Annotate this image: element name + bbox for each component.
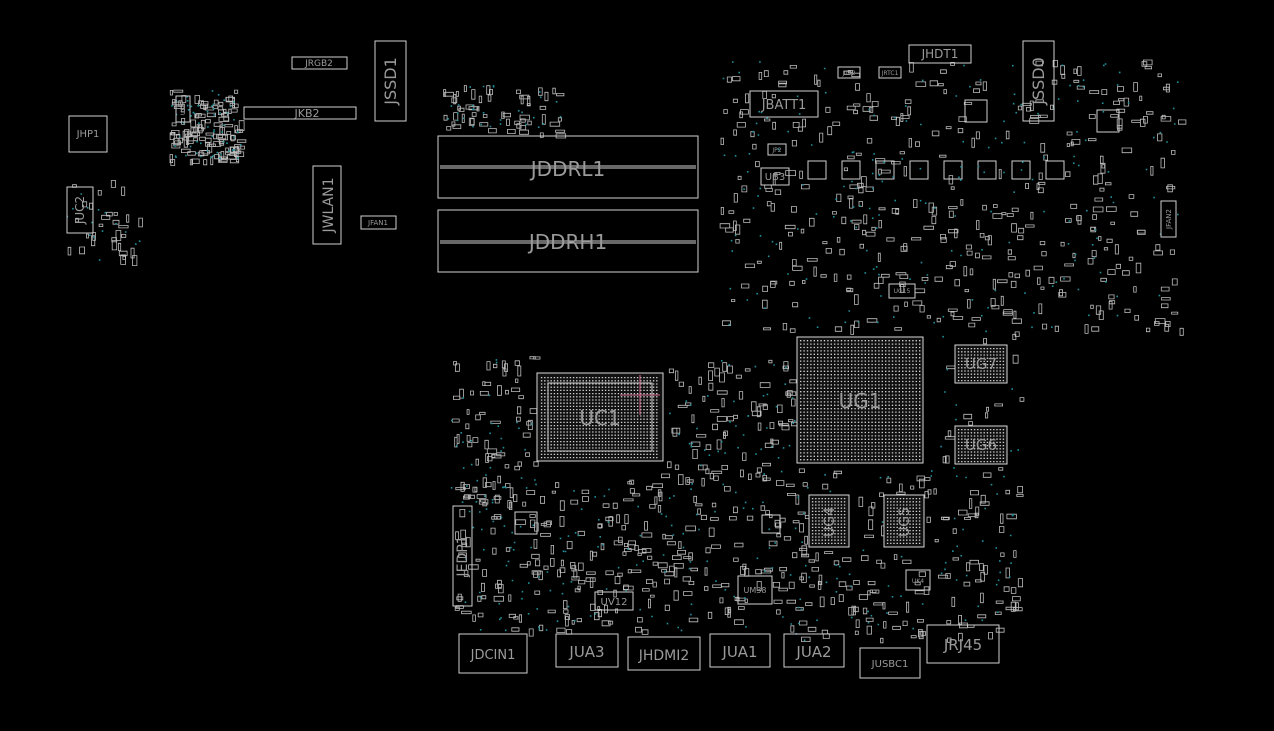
label-JBATT1: JBATT1 <box>761 98 807 113</box>
label-UV12: UV12 <box>601 597 628 608</box>
component-UB3[interactable]: UB3 <box>760 167 790 186</box>
label-JTP2: JTP2 <box>842 70 856 77</box>
component-UK6[interactable]: UK6 <box>175 95 191 123</box>
component-JBATT1[interactable]: JBATT1 <box>749 90 819 118</box>
bga-ball-grid <box>886 497 921 545</box>
component-JHDT1[interactable]: JHDT1 <box>908 44 972 64</box>
label-UG6: UG6 <box>965 436 997 454</box>
component-UG1[interactable]: UG1 <box>796 336 924 464</box>
component-JTP2[interactable]: JTP2 <box>837 66 861 79</box>
component-JUA1[interactable]: JUA1 <box>709 633 771 668</box>
label-JHP1: JHP1 <box>76 129 100 140</box>
component-JEDP1[interactable]: JEDP1 <box>452 505 473 607</box>
component-JDDRL1[interactable]: JDDRL1 <box>437 135 699 199</box>
component-UG7[interactable]: UG7 <box>954 344 1008 384</box>
label-UG1: UG1 <box>839 389 882 413</box>
bga-ball-grid <box>957 428 1005 463</box>
component-UK4[interactable]: UK4 <box>905 569 931 591</box>
component-UG5[interactable]: UG5 <box>883 494 925 548</box>
label-JWLAN1: JWLAN1 <box>321 177 337 233</box>
label-JUA1: JUA1 <box>721 643 757 661</box>
label-JHDMI2: JHDMI2 <box>638 648 690 664</box>
bga-ball-grid <box>811 497 846 545</box>
component-UC1[interactable]: UC1 <box>536 372 664 462</box>
component-UG6[interactable]: UG6 <box>954 425 1008 465</box>
component-UV12[interactable]: UV12 <box>594 591 634 611</box>
label-JRJ45: JRJ45 <box>943 636 982 654</box>
component-JUA3[interactable]: JUA3 <box>555 633 619 668</box>
small-components-layer <box>67 59 1187 644</box>
label-JDCIN1: JDCIN1 <box>470 648 516 663</box>
component-JP2[interactable]: JP2 <box>767 143 787 156</box>
component-JUA2[interactable]: JUA2 <box>783 633 845 668</box>
component-JSSD1[interactable]: JSSD1 <box>374 40 407 122</box>
label-JUA2: JUA2 <box>795 643 831 661</box>
component-JUSBC1[interactable]: JUSBC1 <box>859 647 921 679</box>
component-JRJ45[interactable]: JRJ45 <box>926 624 1000 664</box>
label-JDDRL1: JDDRL1 <box>529 157 605 181</box>
label-UK6: UK6 <box>180 103 187 115</box>
label-JEDP1: JEDP1 <box>455 535 471 577</box>
component-JDCIN1[interactable]: JDCIN1 <box>458 633 528 674</box>
component-JHDMI2[interactable]: JHDMI2 <box>627 636 701 671</box>
label-JUC2: JUC2 <box>73 196 87 225</box>
label-JUSBC1: JUSBC1 <box>871 659 909 670</box>
component-JFAN1[interactable]: JFAN1 <box>360 215 397 230</box>
label-JRTC1: JRTC1 <box>881 70 899 77</box>
label-JDDRH1: JDDRH1 <box>527 230 607 254</box>
label-JSSD0: JSSD0 <box>1029 57 1048 106</box>
label-JRGB2: JRGB2 <box>304 59 333 69</box>
label-JP2: JP2 <box>771 147 781 154</box>
passive-pads <box>67 59 1187 644</box>
component-JWLAN1[interactable]: JWLAN1 <box>312 165 342 245</box>
label-UG4: UG4 <box>822 507 838 537</box>
ic-packages <box>514 99 1120 535</box>
label-UK4: UK4 <box>912 578 924 585</box>
component-JUC2[interactable]: JUC2 <box>66 186 94 234</box>
label-JSSD1: JSSD1 <box>381 57 400 106</box>
label-UG5: UG5 <box>897 507 913 537</box>
component-JDDRH1[interactable]: JDDRH1 <box>437 209 699 273</box>
component-JHP1[interactable]: JHP1 <box>68 115 108 153</box>
label-UG15: UG15 <box>894 288 911 295</box>
component-JFAN2[interactable]: JFAN2 <box>1160 200 1177 238</box>
component-UG4[interactable]: UG4 <box>808 494 850 548</box>
label-UM38: UM38 <box>744 586 767 595</box>
component-JRTC1[interactable]: JRTC1 <box>878 66 902 79</box>
component-JKB2[interactable]: JKB2 <box>243 106 357 120</box>
label-JKB2: JKB2 <box>293 107 319 120</box>
component-UM38[interactable]: UM38 <box>737 575 773 605</box>
bga-ball-grid <box>800 340 921 461</box>
label-JFAN1: JFAN1 <box>367 219 388 227</box>
component-UG15[interactable]: UG15 <box>888 283 916 299</box>
label-JUA3: JUA3 <box>568 643 604 661</box>
label-UG7: UG7 <box>965 355 997 373</box>
bga-ball-grid <box>540 376 658 459</box>
label-JHDT1: JHDT1 <box>921 47 959 61</box>
component-JSSD0[interactable]: JSSD0 <box>1022 40 1055 122</box>
label-UC1: UC1 <box>579 406 620 430</box>
label-UB3: UB3 <box>765 172 786 183</box>
component-JRGB2[interactable]: JRGB2 <box>291 56 348 70</box>
label-JFAN2: JFAN2 <box>1165 209 1173 230</box>
bga-ball-grid <box>957 347 1005 382</box>
